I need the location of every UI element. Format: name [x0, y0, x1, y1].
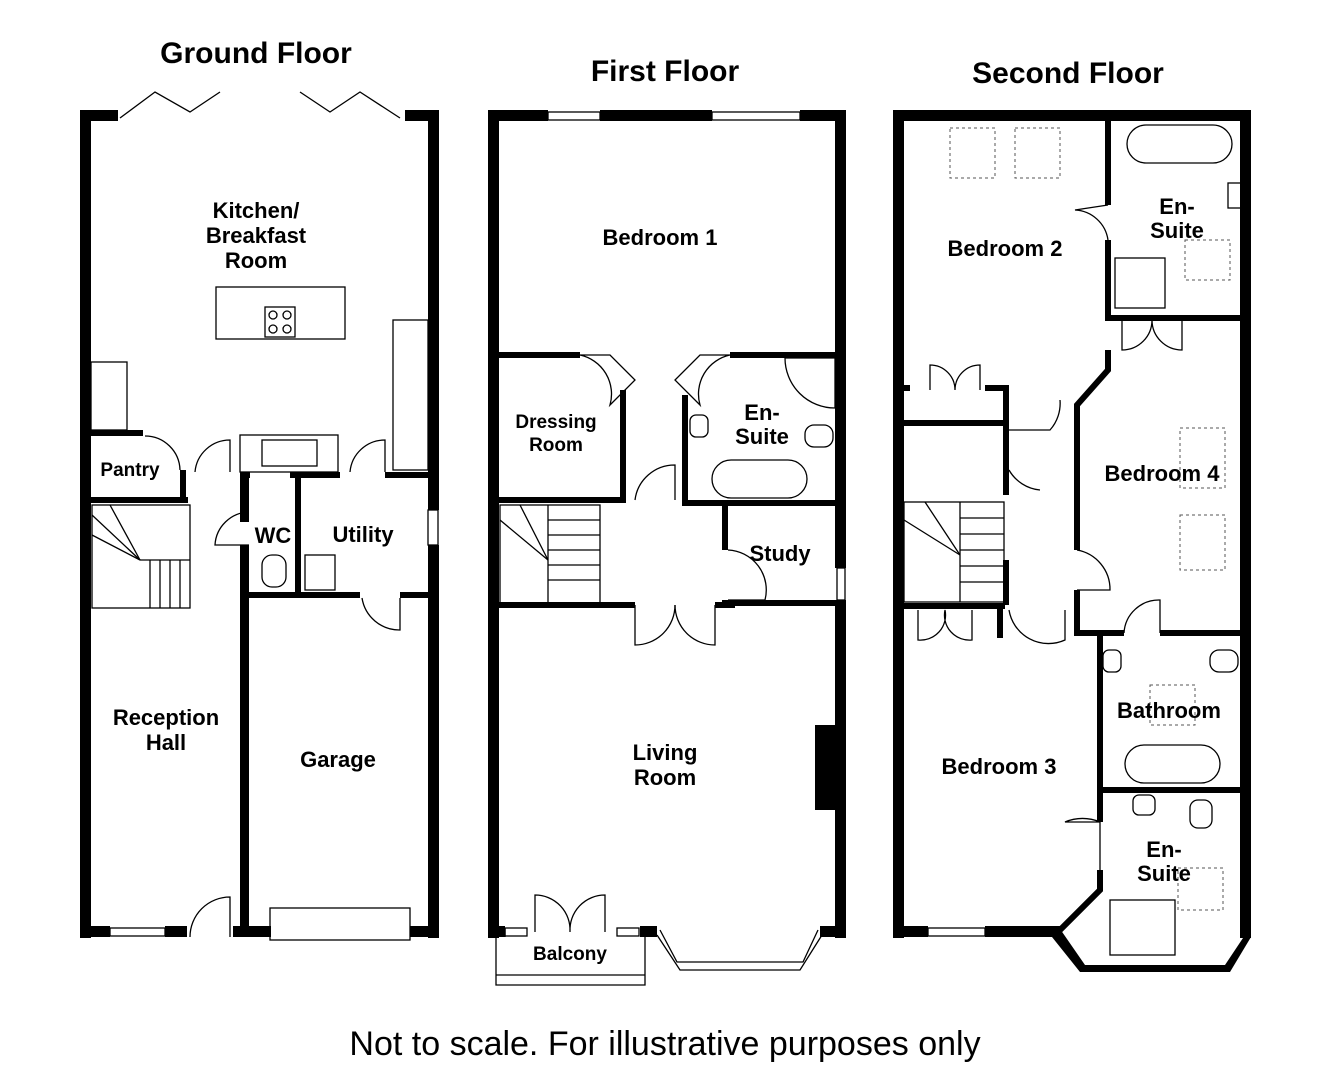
room-label-bedroom-2: Bedroom 2: [948, 236, 1063, 261]
garage-door: [269, 907, 411, 941]
room-label-pantry: Pantry: [100, 460, 160, 481]
room-label-reception: Hall: [146, 730, 186, 755]
room-label-kitchen: Breakfast: [206, 223, 307, 248]
second-walls: [893, 110, 1251, 972]
ground-labels: Kitchen/ Breakfast Room Pantry WC Utilit…: [100, 198, 394, 772]
room-label-ensuite: En-: [1159, 194, 1194, 219]
room-label-balcony: Balcony: [533, 944, 607, 965]
stairs-icon: [903, 501, 1005, 603]
room-label-ensuite: Suite: [1137, 861, 1191, 886]
room-label-bathroom: Bathroom: [1117, 698, 1221, 723]
room-label-bedroom-3: Bedroom 3: [942, 754, 1057, 779]
bath-icon: [1124, 744, 1221, 784]
first-floor-plan: First Floor: [488, 55, 846, 986]
room-label-ensuite: En-: [744, 400, 779, 425]
room-label-dressing: Dressing: [515, 412, 596, 433]
room-label-utility: Utility: [332, 522, 394, 547]
ground-walls: [80, 110, 439, 938]
room-label-ensuite: Suite: [1150, 218, 1204, 243]
second-floor-title: Second Floor: [972, 57, 1164, 90]
shower-icon: [1109, 899, 1176, 956]
second-floor-plan: Second Floor: [893, 57, 1251, 972]
second-labels: Bedroom 2 En- Suite Bedroom 4 Bathroom B…: [942, 194, 1221, 886]
bath-icon: [1126, 124, 1233, 164]
room-label-bedroom-4: Bedroom 4: [1105, 461, 1221, 486]
stairs-icon: [499, 504, 601, 606]
ground-floor-plan: Ground Floor: [80, 37, 439, 941]
first-floor-title: First Floor: [591, 55, 740, 88]
bath-icon: [711, 459, 808, 499]
sink-icon: [239, 434, 339, 473]
room-label-bedroom-1: Bedroom 1: [603, 225, 718, 250]
toilet-icon: [261, 554, 287, 588]
shower-icon: [1114, 257, 1166, 309]
hob-icon: [264, 306, 296, 338]
first-walls: [488, 110, 846, 938]
utility-sink-icon: [304, 554, 336, 591]
room-label-kitchen: Room: [225, 248, 287, 273]
stairs-icon: [91, 504, 191, 609]
ground-floor-title: Ground Floor: [160, 37, 352, 70]
first-fixtures: [495, 111, 846, 986]
second-fixtures: [903, 124, 1243, 956]
room-label-ensuite: En-: [1146, 837, 1181, 862]
room-label-reception: Reception: [113, 705, 219, 730]
room-label-wc: WC: [255, 523, 292, 548]
room-label-study: Study: [749, 541, 811, 566]
disclaimer: Not to scale. For illustrative purposes …: [349, 1025, 980, 1063]
kitchen-island: [215, 286, 346, 340]
ground-fixtures: [90, 91, 439, 941]
room-label-living: Room: [634, 765, 696, 790]
first-labels: Bedroom 1 Dressing Room En- Suite Study …: [515, 225, 811, 965]
room-label-living: Living: [633, 740, 698, 765]
room-label-kitchen: Kitchen/: [213, 198, 300, 223]
room-label-ensuite: Suite: [735, 424, 789, 449]
room-label-dressing: Room: [529, 435, 583, 456]
fireplace: [815, 725, 837, 810]
room-label-garage: Garage: [300, 747, 376, 772]
window: [109, 927, 166, 937]
